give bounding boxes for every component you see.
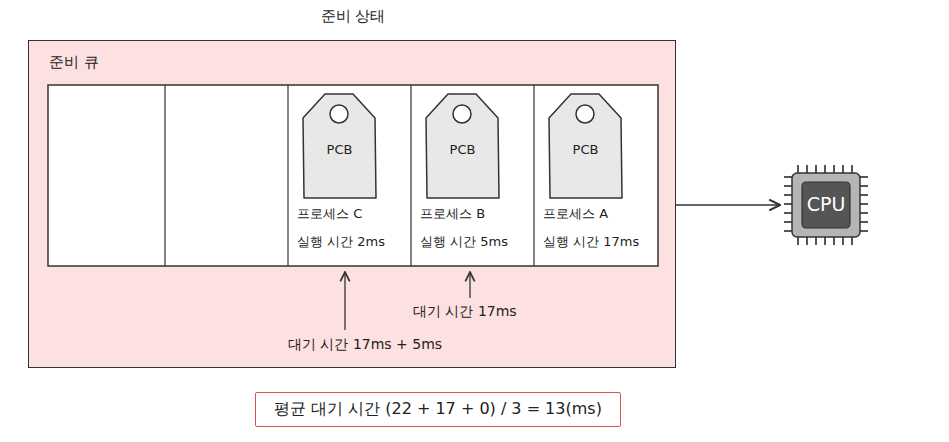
- pcb-label: PCB: [412, 142, 513, 157]
- pcb-tag: PCB 프로세스 B 실행 시간 5ms: [412, 86, 535, 267]
- ready-state-region: 준비 상태준비 큐PCB프로세스 C실행 시간 2msPCB프로세스 B실행 시…: [28, 40, 676, 368]
- wait-time-label: 대기 시간 17ms + 5ms: [286, 336, 444, 354]
- queue-divider: [164, 85, 165, 266]
- wait-time-label: 대기 시간 17ms: [411, 303, 519, 321]
- region-title: 준비 상태: [29, 7, 677, 26]
- run-time: 실행 시간 5ms: [420, 233, 508, 251]
- leader-arrow: [344, 272, 345, 330]
- queue-title: 준비 큐: [49, 53, 99, 72]
- pcb-tag: PCB 프로세스 C 실행 시간 2ms: [289, 86, 412, 267]
- flow-arrow: [676, 204, 780, 206]
- average-box: 평균 대기 시간 (22 + 17 + 0) / 3 = 13(ms): [255, 392, 621, 427]
- cpu-label: CPU: [782, 193, 870, 215]
- process-name: 프로세스 A: [543, 205, 608, 223]
- pcb-label: PCB: [535, 142, 636, 157]
- queue-divider: [533, 85, 534, 266]
- run-time: 실행 시간 2ms: [297, 233, 385, 251]
- leader-arrow: [469, 272, 470, 298]
- pcb-label: PCB: [289, 142, 390, 157]
- run-time: 실행 시간 17ms: [543, 233, 639, 251]
- process-name: 프로세스 C: [297, 205, 362, 223]
- queue-divider: [410, 85, 411, 266]
- average-text: 평균 대기 시간 (22 + 17 + 0) / 3 = 13(ms): [274, 399, 602, 420]
- process-name: 프로세스 B: [420, 205, 485, 223]
- queue-divider: [287, 85, 288, 266]
- cpu-chip: CPU: [782, 163, 870, 247]
- ready-queue: [28, 40, 676, 368]
- pcb-tag: PCB 프로세스 A 실행 시간 17ms: [535, 86, 658, 267]
- queue-box: [48, 85, 658, 266]
